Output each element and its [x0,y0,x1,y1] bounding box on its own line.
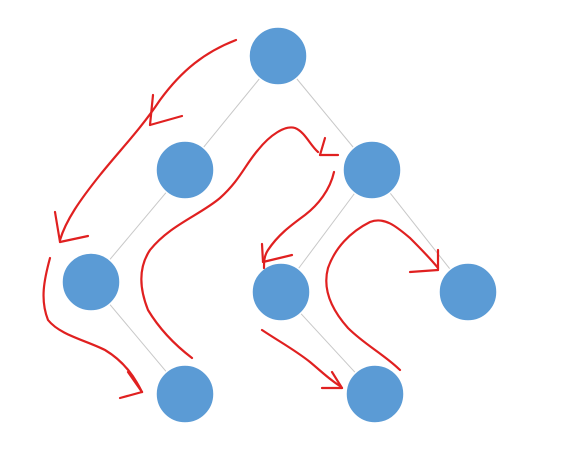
tree-node-left [155,140,215,200]
tree-node-left-left [61,252,121,312]
traversal-arrow-stroke [58,38,238,242]
edge-right-left-to-right-left-right [300,312,356,374]
traversal-arrowhead [53,210,62,244]
traversal-arrowhead [330,370,344,390]
traversal-arrowhead [408,268,440,274]
edge-root-to-left [202,78,261,148]
traversal-arrowhead [261,253,294,264]
traversal-arrows [42,38,440,400]
tree-node-right-left-right [345,364,405,424]
edge-root-to-right [296,78,354,148]
edge-left-to-left-left [109,191,167,261]
edge-right-to-right-right [389,192,451,270]
traversal-arrow-left-left-to-left-left-right [42,256,144,400]
traversal-arrow-right-left-to-right-left-right [260,328,344,390]
traversal-arrowhead [126,370,144,394]
traversal-arrow-stroke [262,170,336,270]
traversal-arrow-stroke [140,126,320,360]
traversal-arrow-left-left-right-to-right [140,126,340,360]
traversal-arrowhead [148,93,155,127]
edge-right-to-right-left [297,192,356,270]
tree-edges [109,78,451,374]
traversal-arrow-right-left-right-to-right-right [325,219,440,372]
traversal-arrowhead [318,136,327,157]
tree-node-root [248,26,308,86]
traversal-arrow-root-to-left-left [53,38,238,244]
tree-node-right [342,140,402,200]
traversal-arrow-stroke [42,256,144,394]
traversal-arrow-right-to-right-left [260,170,336,270]
tree-nodes [61,26,498,424]
tree-node-right-left [251,262,311,322]
traversal-arrowhead [148,114,184,127]
traversal-arrow-stroke [260,328,342,388]
edge-left-left-to-left-left-right [109,303,167,373]
tree-node-right-right [438,262,498,322]
traversal-arrowhead [260,242,265,264]
traversal-arrow-stroke [325,219,440,372]
tree-node-left-left-right [155,364,215,424]
traversal-arrowhead [118,390,144,400]
traversal-arrowhead [58,234,90,244]
